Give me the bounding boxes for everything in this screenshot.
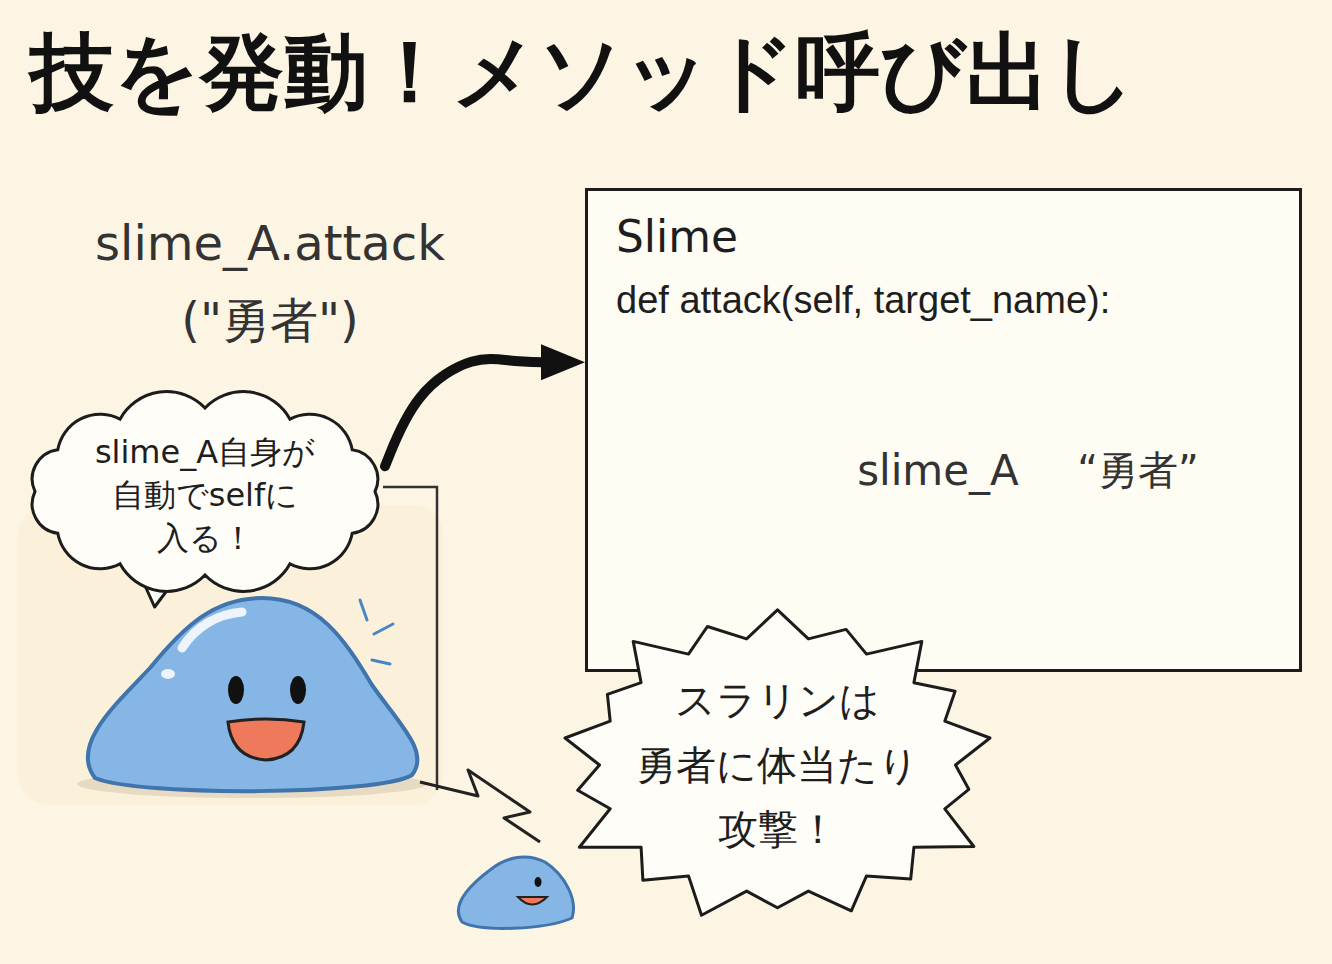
slime-body <box>88 598 418 791</box>
impact-mark <box>420 770 540 842</box>
shout-bubble: スラリンは 勇者に体当たり 攻撃！ <box>555 605 1000 925</box>
speech-bubble: slime_A自身が 自動でselfに 入る！ <box>25 398 385 593</box>
motion-line <box>372 660 390 664</box>
big-slime <box>77 598 427 798</box>
motion-line <box>360 600 367 620</box>
self-value: slime_A <box>857 446 1019 496</box>
title-text: 技を発動！メソッド呼び出し <box>30 22 1136 123</box>
class-box: Slime def attack(self, target_name): <box>585 188 1302 672</box>
bubble-text: slime_A自身が 自動でselfに 入る！ <box>80 431 330 561</box>
cloud-outline <box>32 392 378 592</box>
slime-eye <box>535 877 542 887</box>
shout-text: スラリンは 勇者に体当たり 攻撃！ <box>628 668 928 862</box>
slime-mouth <box>228 719 304 760</box>
slime-mouth <box>518 897 547 905</box>
burst-outline <box>565 610 990 915</box>
slime-eye <box>290 676 306 704</box>
slime-highlight <box>161 669 175 679</box>
call-arrow <box>385 359 563 466</box>
method-signature: def attack(self, target_name): <box>616 278 1271 324</box>
method-call-code: slime_A.attack ("勇者") <box>30 205 510 359</box>
slime-body <box>458 857 573 928</box>
slime-highlight <box>182 612 242 648</box>
argument-value: “勇者” <box>1077 446 1198 494</box>
slime-eye <box>228 676 244 704</box>
small-slime <box>420 770 573 928</box>
motion-line <box>374 624 393 634</box>
tail-cover <box>137 555 187 573</box>
class-name: Slime <box>616 211 1271 264</box>
